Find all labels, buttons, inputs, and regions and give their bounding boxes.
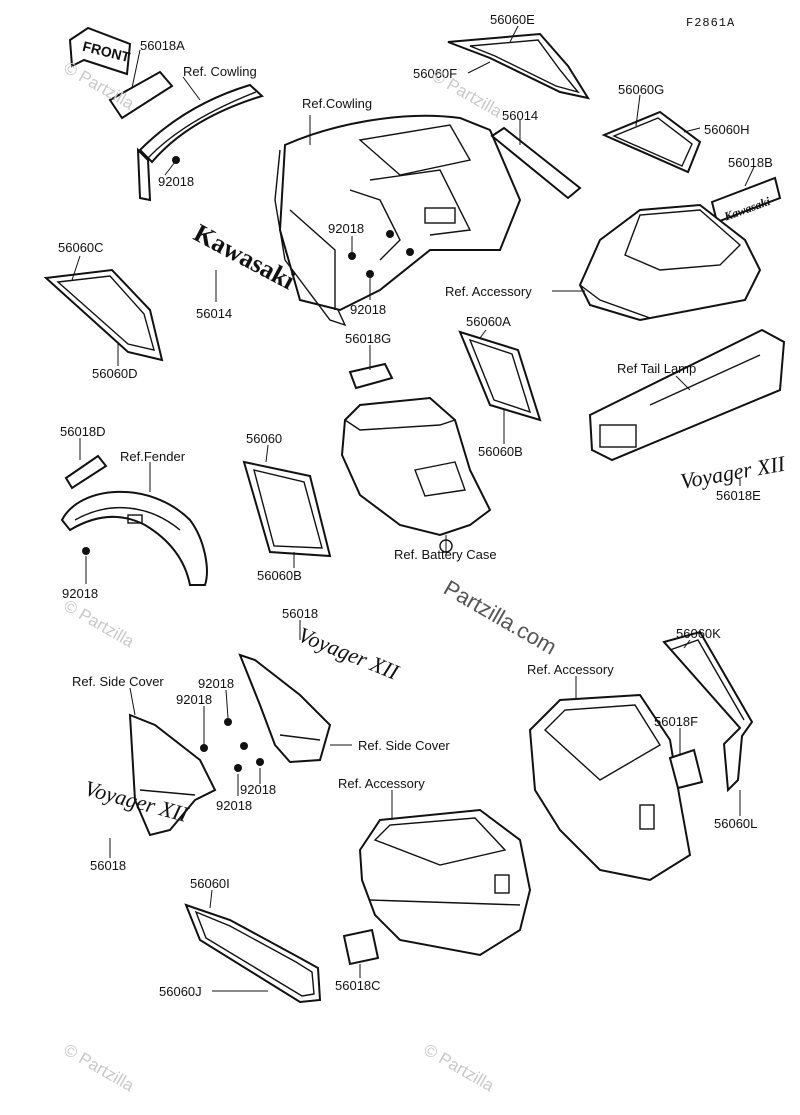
label-92018-c: 92018 [350,302,387,317]
label-56060C: 56060C [58,240,104,255]
label-92018-e: 92018 [198,676,235,691]
grommet-92018-b3 [406,248,414,256]
label-56018D: 56018D [60,424,106,439]
label-56018G: 56018G [345,331,392,346]
label-56018C: 56018C [335,978,381,993]
main-cowling-shape [274,114,522,327]
strip-56014-shape [490,126,582,200]
grommet-92018-f [200,744,208,752]
decal-56018A-shape [108,70,174,120]
gasket-56060C-shape [43,268,164,362]
label-56060J: 56060J [159,984,202,999]
label-ref-side-cover-2: Ref. Side Cover [358,738,450,753]
grommet-92018-a [172,156,180,164]
label-92018-d: 92018 [62,586,99,601]
label-56060B-2: 56060B [257,568,302,583]
gasket-56060A-shape [458,330,542,422]
label-56060H: 56060H [704,122,750,137]
grommet-92018-g [234,764,242,772]
label-56060L: 56060L [714,816,758,831]
label-ref-cowling-2: Ref.Cowling [302,96,373,111]
battery-case-shape [340,396,492,537]
label-ref-side-cover-1: Ref. Side Cover [72,674,164,689]
side-cover-right-shape [238,653,332,764]
tail-lamp-shape [588,328,786,462]
label-56060A: 56060A [466,314,511,329]
label-92018-g: 92018 [240,782,277,797]
label-56018E: 56018E [716,488,761,503]
figure-code: F2861A [686,16,736,30]
label-ref-battery-case: Ref. Battery Case [394,547,497,562]
leader-lines [71,25,755,992]
fender-shape [60,490,208,586]
cowling-strip-shape [136,83,264,202]
badge-56018D-shape [64,454,108,490]
gasket-56060G-shape [601,110,702,174]
grommet-92018-f2 [240,742,248,750]
label-56060: 56060 [246,431,283,446]
grommet-92018-b2 [386,230,394,238]
label-56060G: 56060G [618,82,665,97]
label-ref-accessory-2: Ref. Accessory [527,662,614,677]
gasket-56060K-shape [662,630,754,793]
saddlebag-right-shape [528,693,692,882]
label-56018F: 56018F [654,714,699,729]
grommet-92018-h [256,758,264,766]
grommet-92018-d [82,547,90,555]
label-56060E: 56060E [490,12,535,27]
front-arrow-badge: FRONT [68,26,132,76]
label-ref-accessory-3: Ref. Accessory [338,776,425,791]
label-56060F: 56060F [413,66,458,81]
label-56018-2: 56018 [90,858,127,873]
pad-56018F-shape [668,748,704,790]
side-cover-left-shape [128,713,217,837]
label-92018-h: 92018 [216,798,253,813]
label-92018-f: 92018 [176,692,213,707]
voyager-emblem-text-2: Voyager XII [295,622,404,685]
label-56014-b: 56014 [196,306,233,321]
label-56018: 56018 [282,606,319,621]
label-56060K: 56060K [676,626,721,641]
grommet-92018-e [224,718,232,726]
pad-56018C-shape [342,928,380,966]
label-92018-a: 92018 [158,174,195,189]
trim-56060E-shape [447,32,591,100]
label-92018-b: 92018 [328,221,365,236]
label-56018A: 56018A [140,38,185,53]
label-ref-accessory-1: Ref. Accessory [445,284,532,299]
label-ref-cowling-1: Ref. Cowling [183,64,257,79]
label-ref-tail-lamp: Ref Tail Lamp [617,361,697,376]
label-56018B: 56018B [728,155,773,170]
accessory-trunk-top-shape [578,203,762,322]
pad-56018G-shape [348,362,394,390]
label-56060I: 56060I [190,876,230,891]
gasket-56060-shape [242,460,332,558]
label-ref-fender: Ref.Fender [120,449,186,464]
saddlebag-lower-shape [358,808,532,957]
gasket-56060I-shape [184,903,322,1004]
label-56014-a: 56014 [502,108,539,123]
label-56060B: 56060B [478,444,523,459]
grommet-92018-c [366,270,374,278]
label-56060D: 56060D [92,366,138,381]
